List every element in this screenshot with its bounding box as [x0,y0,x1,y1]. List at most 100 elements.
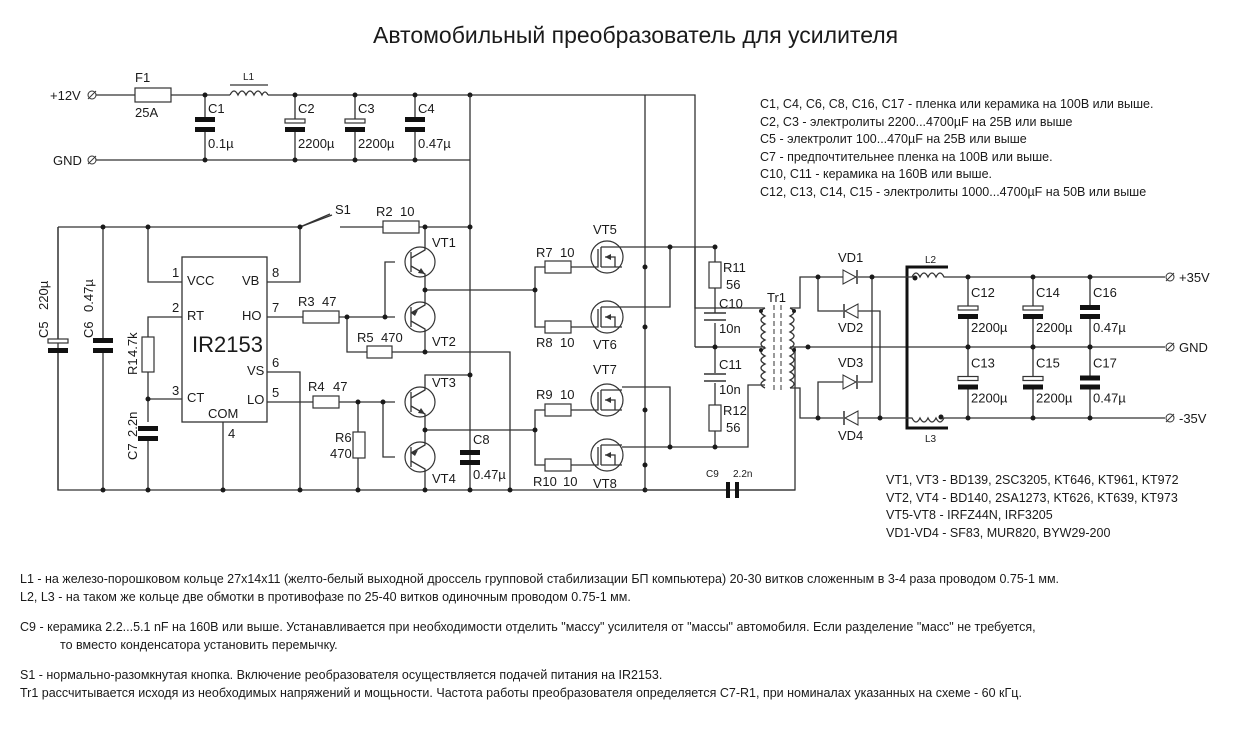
r1-value: 4.7k [125,332,140,357]
r11-label: R11 [723,260,746,275]
vd3-label: VD3 [838,355,863,370]
cap-c1 [195,117,215,122]
c16-label: C16 [1093,285,1117,300]
diode-vd2 [843,303,859,319]
diagram-title: Автомобильный преобразователь для усилит… [373,22,899,48]
parts-note: VT1, VT3 - BD139, 2SC3205, KT646, KT961,… [886,473,1179,487]
r3-value: 47 [322,294,336,309]
note-l1: L1 - на железо-порошковом кольце 27x14x1… [20,572,1060,586]
c7-label: C7 [125,443,140,460]
resistor-r8 [544,320,572,334]
c3-label: C3 [358,101,375,116]
c13-label: C13 [971,356,995,371]
capacitor-note: C1, C4, C6, C8, C16, C17 - пленка или ке… [760,97,1154,111]
resistor-r12 [708,404,722,432]
r4-label: R4 [308,379,325,394]
terminal-plus35v-label: +35V [1179,270,1210,285]
resistor-r7 [544,260,572,274]
cap-c4 [405,117,425,122]
terminal-minus35v [1165,413,1175,423]
c5-label: C5 [36,321,51,338]
tr1-label: Tr1 [767,290,786,305]
r8-value: 10 [560,335,574,350]
pin2-num: 2 [172,300,179,315]
transformer-tr1-primary [760,307,767,389]
pin3-name: CT [187,390,204,405]
pin1-num: 1 [172,265,179,280]
pin8-num: 8 [272,265,279,280]
inductor-l3 [905,416,1165,423]
terminal-plus12v-label: +12V [50,88,81,103]
diode-vd1 [842,269,858,285]
bottom-notes: L1 - на железо-порошковом кольце 27x14x1… [20,571,1059,703]
cap-c6 [93,338,113,343]
c8-value: 0.47µ [473,467,506,482]
mosfet-section: R7 10 R8 10 R9 10 R10 10 VT5 VT6 VT7 VT8 [532,95,715,493]
c8-label: C8 [473,432,490,447]
resistor-r9 [544,403,572,417]
r9-label: R9 [536,387,553,402]
vd2-label: VD2 [838,320,863,335]
c4-value: 0.47µ [418,136,451,151]
c11-label: C11 [719,357,742,372]
parts-note: VT2, VT4 - BD140, 2SA1273, KT626, KT639,… [886,490,1178,505]
c9-value: 2.2n [733,469,752,480]
pin6-name: VS [247,363,265,378]
transistor-vt1 [404,227,436,290]
r10-label: R10 [533,474,557,489]
cap-c3 [344,118,366,124]
vt2-label: VT2 [432,334,456,349]
resistor-r6 [352,431,366,459]
vd1-label: VD1 [838,250,863,265]
vt1-label: VT1 [432,235,456,250]
mosfet-vt6 [590,300,624,334]
c6-value: 0.47µ [81,279,96,312]
r12-label: R12 [723,403,747,418]
schematic: +12V GND F1 25A L1 C1 0.1µ C2 2200µ C3 2… [36,70,1210,498]
cap-c9 [726,482,730,498]
pin4-name: COM [208,406,238,421]
r5-label: R5 [357,330,374,345]
diode-vd4 [843,410,859,426]
r10-value: 10 [563,474,577,489]
resistor-r3 [302,310,340,324]
capacitor-note: C12, C13, C14, C15 - электролиты 1000...… [760,184,1147,199]
transistor-vt4 [404,430,436,490]
c17-value: 0.47µ [1093,391,1126,406]
c2-label: C2 [298,101,315,116]
inductor-core-l2-l3 [905,265,948,430]
pin6-num: 6 [272,355,279,370]
transformer-tr1-secondary [788,307,795,389]
diode-vd3 [842,374,858,390]
terminal-gnd-out [1165,342,1175,352]
cap-c8 [460,450,480,455]
resistor-r11 [708,261,722,289]
terminal-gnd-out-label: GND [1179,340,1208,355]
pin3-num: 3 [172,383,179,398]
c14-value: 2200µ [1036,320,1073,335]
c15-label: C15 [1036,356,1060,371]
r1-label: R1 [125,358,140,375]
vd4-label: VD4 [838,428,863,443]
r3-label: R3 [298,294,315,309]
terminal-plus35v [1165,272,1175,282]
c10-value: 10n [719,321,741,336]
vt7-label: VT7 [593,362,617,377]
c3-value: 2200µ [358,136,395,151]
capacitor-notes: C1, C4, C6, C8, C16, C17 - пленка или ке… [760,96,1153,201]
cap-c7 [138,426,158,431]
terminal-gnd-in-label: GND [53,153,82,168]
pin5-name: LO [247,392,264,407]
c12-value: 2200µ [971,320,1008,335]
vt5-label: VT5 [593,222,617,237]
pin4-num: 4 [228,426,235,441]
r6-value: 470 [330,446,352,461]
s1-label: S1 [335,202,351,217]
vt6-label: VT6 [593,337,617,352]
r2-value: 10 [400,204,414,219]
